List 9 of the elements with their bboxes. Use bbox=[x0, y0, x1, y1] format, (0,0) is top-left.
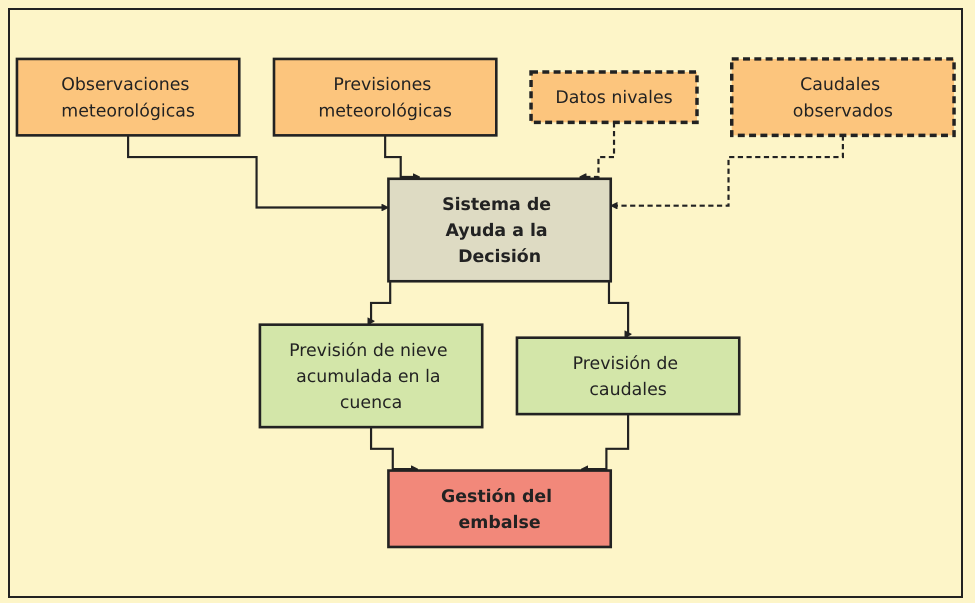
node-box: Caudales observados bbox=[730, 57, 956, 138]
node-box: Observaciones meteorológicas bbox=[16, 58, 241, 137]
node-box: Gestión del embalse bbox=[387, 469, 612, 548]
arrow bbox=[127, 134, 389, 212]
node-box: Sistema de Ayuda a la Decisión bbox=[387, 178, 612, 283]
node-box: Datos nivales bbox=[529, 70, 699, 124]
node-box: Previsión de nieve acumulada en la cuenca bbox=[258, 323, 484, 428]
node-box: Previsión de caudales bbox=[516, 336, 741, 416]
node-box: Previsiones meteorológicas bbox=[272, 58, 498, 137]
